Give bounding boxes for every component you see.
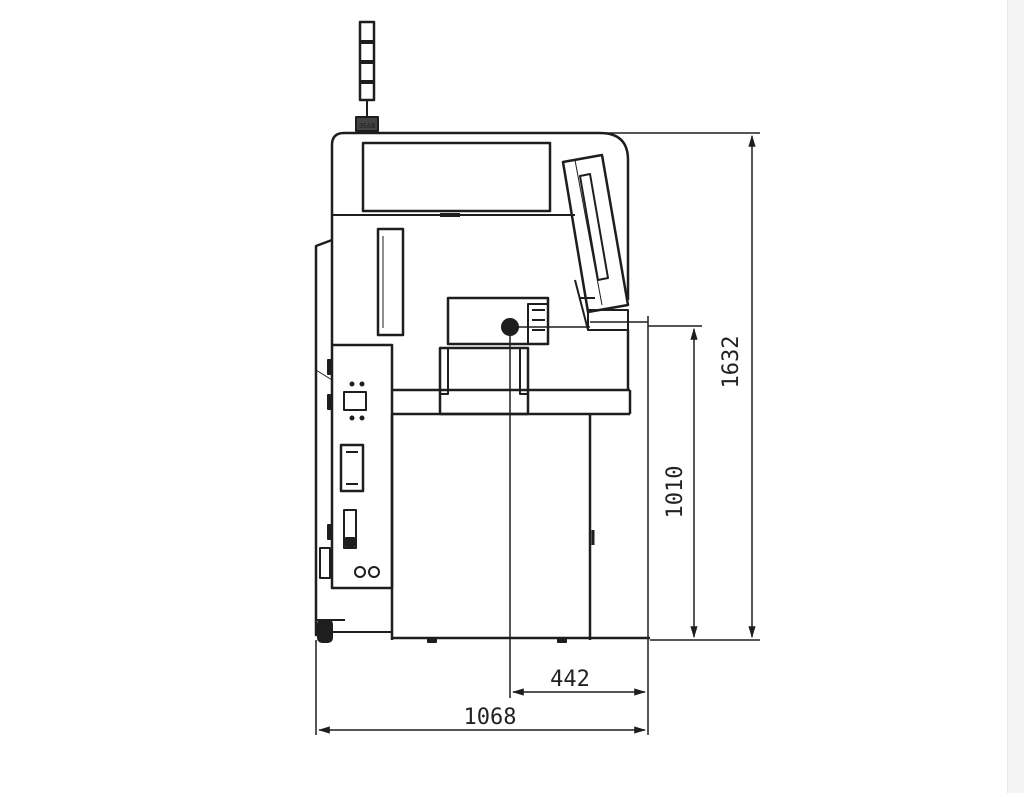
work-head — [438, 296, 648, 416]
page-edge — [1007, 0, 1024, 793]
dim-offset: 442 — [550, 667, 590, 692]
top-cabinet — [330, 131, 630, 300]
dim-overall-width: 1068 — [464, 705, 517, 730]
signal-tower: JE&B — [355, 20, 379, 132]
monitor-panel — [561, 153, 630, 331]
lower-cabinet — [390, 414, 650, 643]
dim-overall-height: 1632 — [719, 336, 744, 389]
side-frame — [314, 238, 393, 643]
beacon-label: JE&B — [359, 122, 376, 130]
dim-table-height: 1010 — [663, 466, 688, 519]
main-body — [330, 215, 632, 416]
control-panel — [330, 343, 394, 590]
dimension-lines — [315, 132, 760, 735]
